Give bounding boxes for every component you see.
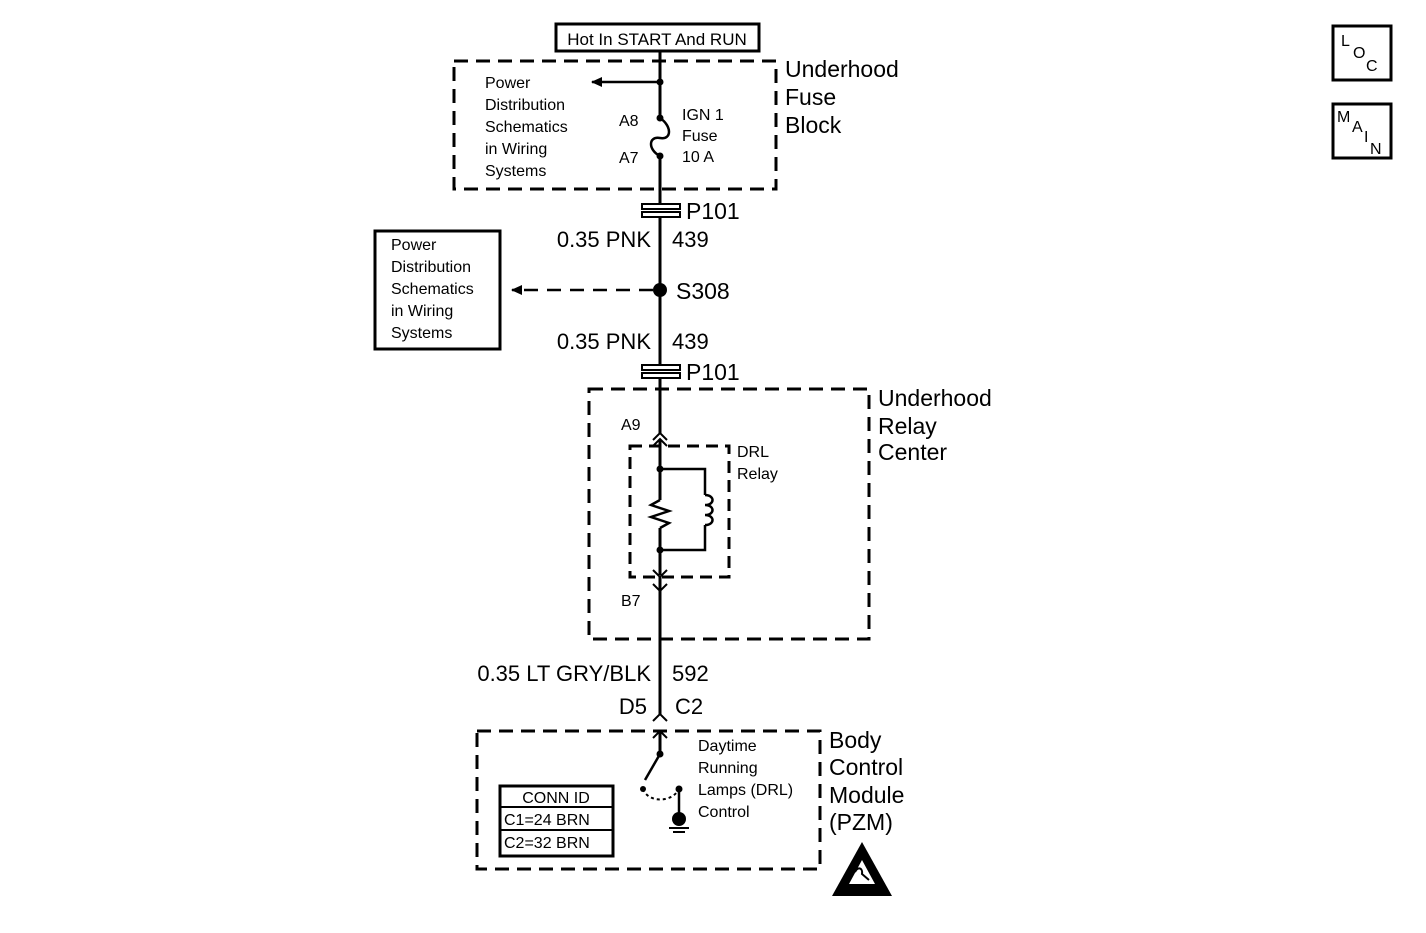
switch-actuator-link — [642, 788, 680, 801]
svg-text:C: C — [1366, 58, 1378, 75]
svg-text:Running: Running — [698, 760, 758, 777]
relay-center-outline — [587, 387, 871, 641]
fuse-symbol — [649, 116, 671, 158]
connector-p101-lower: P101 — [686, 359, 740, 385]
conn-id-row: C1=24 BRN — [504, 812, 590, 829]
conn-id-row: C2=32 BRN — [504, 835, 590, 852]
wire-mid-circuit: 439 — [672, 329, 709, 354]
relay-coil-icon — [704, 493, 714, 527]
svg-text:A: A — [1352, 119, 1363, 136]
bcm-outline — [475, 729, 822, 871]
relay-coil-branch — [660, 467, 707, 495]
svg-text:Schematics: Schematics — [485, 119, 568, 136]
relay-center-title: Underhood Relay Center — [878, 385, 992, 465]
bcm-connector-terminal — [652, 712, 668, 722]
supply-label-box: Hot In START And RUN — [554, 22, 761, 53]
svg-text:Systems: Systems — [391, 325, 452, 342]
svg-text:Module: Module — [829, 782, 904, 808]
svg-text:DRL: DRL — [737, 444, 769, 461]
connector-p101-upper: P101 — [686, 198, 740, 224]
relay-resistor — [647, 498, 673, 530]
splice-s308-dot — [653, 283, 667, 297]
svg-text:Distribution: Distribution — [391, 259, 471, 276]
fuse-terminal-a8 — [656, 114, 664, 122]
fuse-block-title: Underhood Fuse Block — [785, 56, 899, 138]
svg-text:(PZM): (PZM) — [829, 809, 893, 835]
svg-text:Control: Control — [829, 754, 903, 780]
svg-text:IGN 1: IGN 1 — [682, 107, 724, 124]
svg-text:Systems: Systems — [485, 163, 546, 180]
conn-id-header: CONN ID — [522, 790, 590, 807]
svg-text:Fuse: Fuse — [682, 128, 718, 145]
svg-text:N: N — [1370, 141, 1382, 158]
svg-text:Underhood: Underhood — [878, 385, 992, 411]
loc-button[interactable]: L O C — [1331, 24, 1393, 82]
svg-text:Power: Power — [391, 237, 437, 254]
bcm-pin-c2: C2 — [675, 694, 703, 719]
main-button[interactable]: M A I N — [1331, 102, 1393, 160]
svg-text:Center: Center — [878, 439, 947, 465]
bcm-pin-d5: D5 — [619, 694, 647, 719]
fuse-block-reference: Power Distribution Schematics in Wiring … — [485, 75, 568, 180]
fuse-pin-a7: A7 — [619, 150, 639, 167]
svg-text:10 A: 10 A — [682, 149, 714, 166]
wire-mid-gauge: 0.35 PNK — [557, 329, 651, 354]
fuse-label: IGN 1 Fuse 10 A — [682, 107, 724, 166]
svg-text:Block: Block — [785, 112, 842, 138]
svg-text:Body: Body — [829, 727, 882, 753]
connector-p101-lower-symbol — [641, 364, 681, 379]
svg-text:Power: Power — [485, 75, 531, 92]
svg-text:Control: Control — [698, 804, 750, 821]
splice-s308-label: S308 — [676, 278, 730, 304]
conn-id-table: CONN ID C1=24 BRN C2=32 BRN — [498, 784, 615, 858]
svg-text:Underhood: Underhood — [785, 56, 899, 82]
svg-text:Schematics: Schematics — [391, 281, 474, 298]
svg-text:in Wiring: in Wiring — [391, 303, 453, 320]
wire-lower-gauge: 0.35 LT GRY/BLK — [477, 661, 651, 686]
wire-lower-circuit: 592 — [672, 661, 709, 686]
relay-pin-a9: A9 — [621, 417, 641, 434]
svg-text:I: I — [1364, 129, 1368, 146]
bcm-title: Body Control Module (PZM) — [829, 727, 904, 835]
drl-control-label: Daytime Running Lamps (DRL) Control — [698, 738, 793, 821]
svg-text:O: O — [1353, 45, 1365, 62]
relay-pin-a9-terminal — [652, 431, 668, 441]
relay-pin-b7: B7 — [621, 593, 641, 610]
splice-reference-text: Power Distribution Schematics in Wiring … — [391, 237, 474, 342]
wire-upper-gauge: 0.35 PNK — [557, 227, 651, 252]
svg-text:Distribution: Distribution — [485, 97, 565, 114]
wire-upper-circuit: 439 — [672, 227, 709, 252]
svg-text:Daytime: Daytime — [698, 738, 757, 755]
svg-text:M: M — [1337, 109, 1350, 126]
ground-icon — [669, 812, 689, 833]
drl-control-switch — [643, 753, 662, 781]
fuse-pin-a8: A8 — [619, 113, 639, 130]
svg-text:Relay: Relay — [878, 413, 937, 439]
splice-reference-box — [373, 229, 502, 351]
svg-text:Lamps (DRL): Lamps (DRL) — [698, 782, 793, 799]
fuse-block-outline — [452, 59, 778, 191]
svg-text:L: L — [1341, 33, 1350, 50]
svg-text:Fuse: Fuse — [785, 84, 836, 110]
svg-text:in Wiring: in Wiring — [485, 141, 547, 158]
relay-coil-branch-return — [660, 525, 707, 552]
esd-warning-icon — [832, 842, 892, 896]
svg-text:Relay: Relay — [737, 466, 778, 483]
connector-p101-upper-symbol — [641, 203, 681, 218]
drl-relay-label: DRL Relay — [737, 444, 778, 483]
supply-label: Hot In START And RUN — [567, 30, 747, 49]
drl-relay-outline — [628, 444, 731, 579]
